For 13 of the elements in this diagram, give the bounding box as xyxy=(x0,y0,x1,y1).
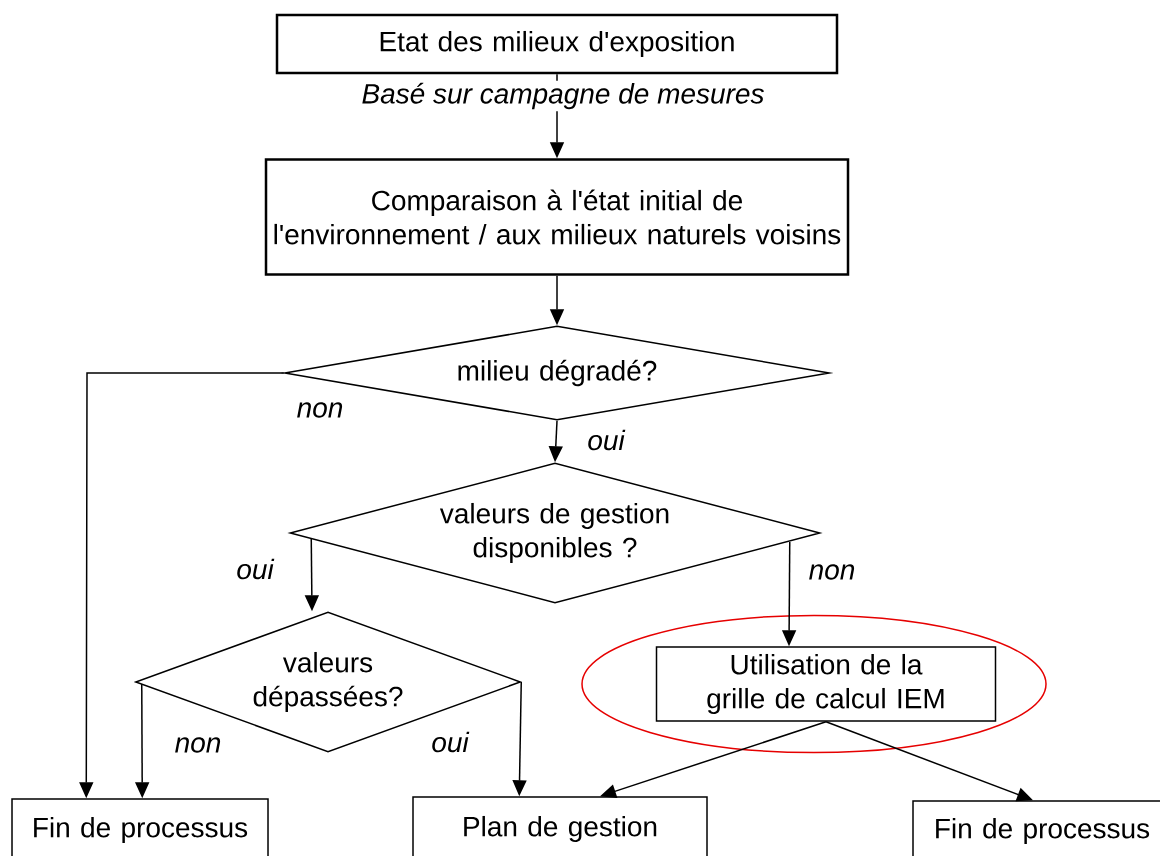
process-box: Fin de processus xyxy=(11,798,269,856)
process-box: Etat des milieux d'exposition xyxy=(275,13,839,75)
edge-label: oui xyxy=(430,730,470,754)
edge-label: non xyxy=(295,401,345,419)
edge-label: oui xyxy=(586,428,626,452)
note-text: Basé sur campagne de mesures xyxy=(359,80,767,112)
process-box: Comparaison à l'état initial de l'environnement / aux milieux naturels voisins xyxy=(264,158,850,276)
ellipse-highlight xyxy=(581,614,1047,754)
edge-label: oui xyxy=(235,557,275,581)
process-box: Utilisation de la grille de calcul IEM xyxy=(655,646,997,722)
edge-label: non xyxy=(173,736,223,754)
process-box: Fin de processus xyxy=(912,800,1160,856)
process-box: Plan de gestion xyxy=(412,796,708,856)
